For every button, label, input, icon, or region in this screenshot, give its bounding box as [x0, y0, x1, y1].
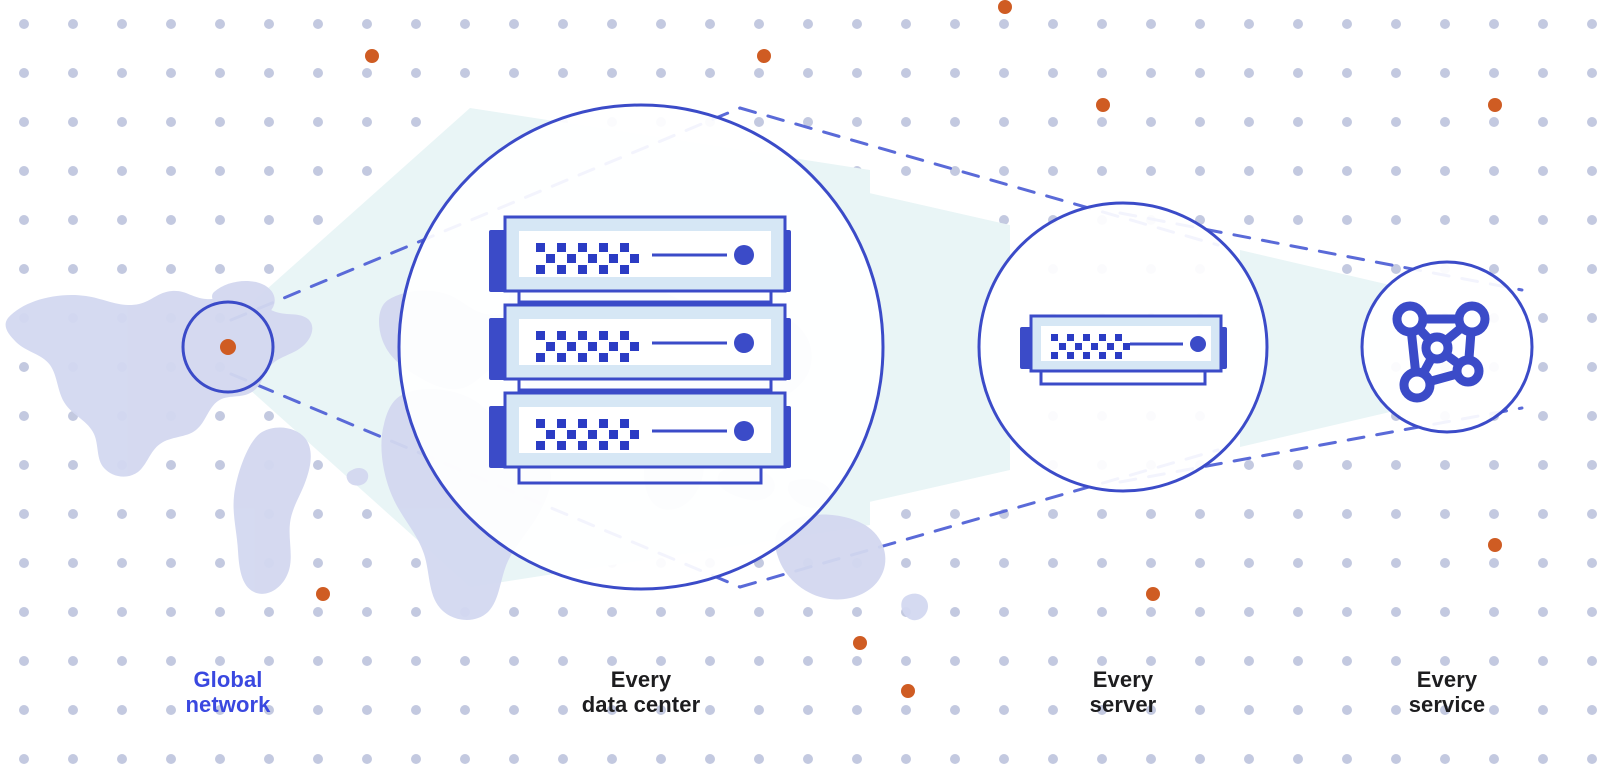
server-unit-icon	[1020, 314, 1227, 386]
single-server-led-matrix	[1051, 334, 1130, 359]
server-unit-3-led-matrix	[536, 419, 639, 450]
stage-label-every-data-center: Every data center	[581, 667, 701, 717]
accent-dots	[316, 0, 1502, 698]
server-unit-1	[489, 215, 791, 304]
server-unit-2-connector	[517, 379, 773, 392]
server-unit-3	[489, 391, 791, 485]
server-unit-3-panel	[519, 407, 771, 453]
single-server-status-dot	[1190, 336, 1206, 352]
global-network-highlight-circle	[181, 300, 275, 394]
server-unit-1-panel	[519, 231, 771, 277]
network-nodes-icon-vertices	[1392, 301, 1490, 403]
server-unit-2-panel	[519, 319, 771, 365]
server-rack-base	[517, 467, 763, 485]
server-unit-1-connector	[517, 291, 773, 304]
server-unit-1-status-dot	[734, 245, 754, 265]
global-network-location-pin	[220, 339, 236, 355]
single-server-base	[1039, 371, 1207, 386]
connector-server-to-service-fill	[1240, 250, 1390, 447]
server-rack-icon	[489, 215, 791, 485]
server-unit-3-status-dot	[734, 421, 754, 441]
stage-label-every-service: Every service	[1408, 667, 1486, 717]
server-unit-2-led-matrix	[536, 331, 639, 362]
stage-label-global-network: Global network	[185, 667, 271, 717]
server-unit-2	[489, 303, 791, 392]
server-unit-2-status-dot	[734, 333, 754, 353]
stage-label-every-server: Every server	[1089, 667, 1157, 717]
server-unit-1-led-matrix	[536, 243, 639, 274]
